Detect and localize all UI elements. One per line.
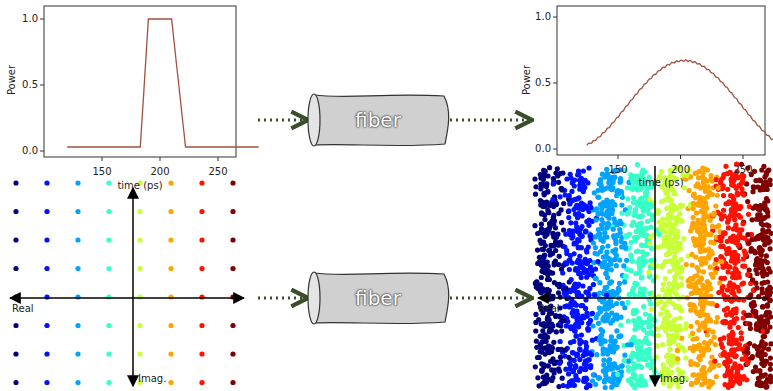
tick-label: 150	[608, 165, 627, 175]
tick-label: 150	[92, 167, 111, 177]
axis-title: Power	[522, 65, 532, 95]
tick-label: 250	[733, 165, 752, 175]
axis-label: Real	[538, 304, 560, 314]
tick-label: 0.5	[535, 78, 551, 88]
constellation-axes	[10, 166, 768, 386]
tick-label: 1.0	[22, 14, 38, 24]
axis-title: time (ps)	[117, 181, 162, 191]
tick-label: 200	[150, 167, 169, 177]
fiber-label: fiber	[355, 286, 401, 310]
tick-label: 0.0	[22, 146, 38, 156]
noisy-constellation	[532, 162, 773, 391]
tick-label: 0.5	[22, 80, 38, 90]
fiber-cylinder: fiber	[306, 271, 450, 325]
pulse-plots	[40, 6, 773, 161]
tick-label: 0.0	[535, 144, 551, 154]
tick-label: 250	[208, 167, 227, 177]
flow-arrows	[258, 120, 530, 298]
axis-title: Power	[7, 65, 17, 95]
axis-label: Imag.	[660, 374, 688, 384]
tick-label: 200	[671, 165, 690, 175]
ideal-constellation	[13, 180, 235, 385]
axis-label: Imag.	[138, 374, 166, 384]
fiber-cylinder: fiber	[306, 93, 450, 147]
axis-title: time (ps)	[638, 178, 683, 188]
tick-label: 1.0	[535, 12, 551, 22]
axis-label: Real	[12, 304, 34, 314]
fiber-label: fiber	[355, 108, 401, 132]
